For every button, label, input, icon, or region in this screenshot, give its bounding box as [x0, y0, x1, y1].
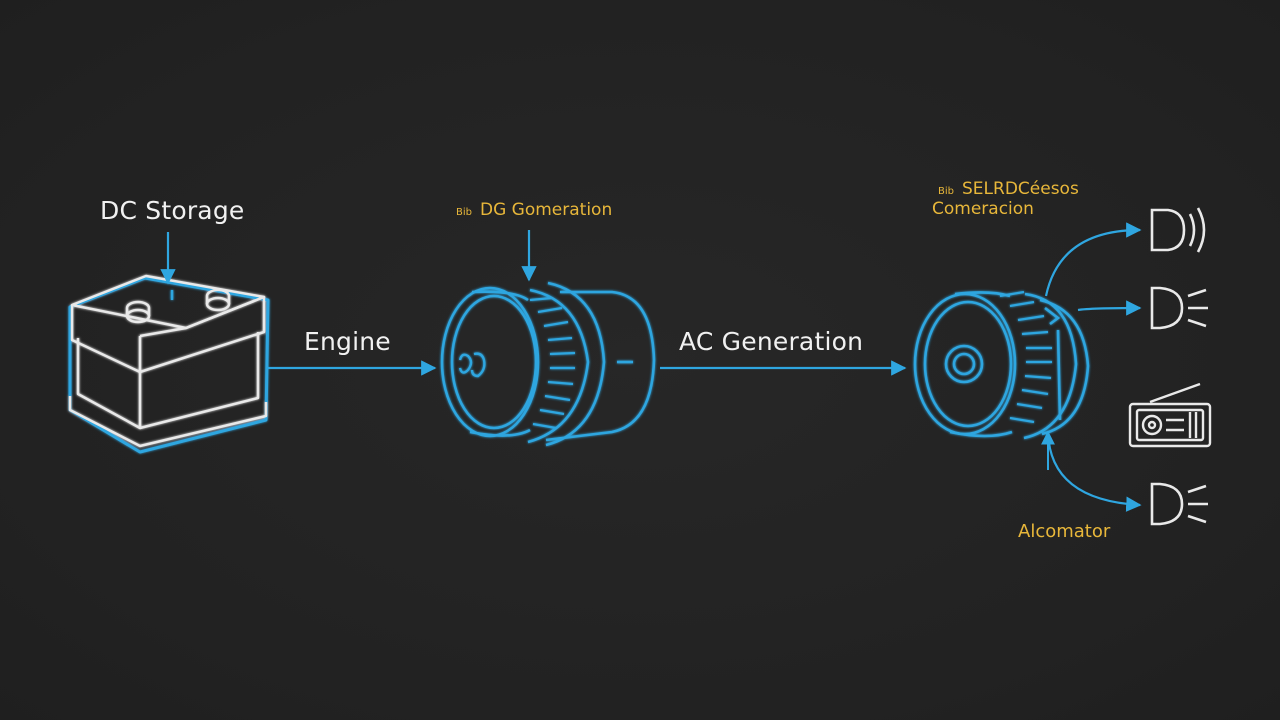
label-dc-generation-prefix: Bib [456, 207, 472, 218]
label-dc-generation-group: Bib DG Gomeration [456, 200, 612, 220]
label-alternator: Alcomator [1018, 521, 1111, 542]
motor-icon [440, 281, 656, 447]
label-dc-generation: DG Gomeration [480, 200, 613, 220]
arrow-to-headlight-lower [1046, 431, 1142, 512]
arrow-to-speaker [1044, 222, 1142, 297]
label-right-line1-group: Bib SELRDCéesos [938, 179, 1079, 199]
label-right-line2: Comeracion [932, 199, 1034, 219]
radio-icon [1128, 382, 1212, 448]
arrow-to-headlight [1077, 300, 1142, 316]
label-engine: Engine [304, 327, 391, 356]
headlight-icon [1150, 286, 1208, 330]
label-ac-generation: AC Generation [679, 327, 864, 356]
battery-icon [68, 274, 270, 454]
alternator-icon [913, 290, 1090, 440]
headlight-lower-icon [1150, 482, 1208, 526]
label-dc-storage: DC Storage [100, 196, 245, 225]
speaker-icon [1150, 207, 1206, 253]
label-right-line1: SELRDCéesos [962, 179, 1079, 199]
label-right-prefix: Bib [938, 186, 954, 197]
